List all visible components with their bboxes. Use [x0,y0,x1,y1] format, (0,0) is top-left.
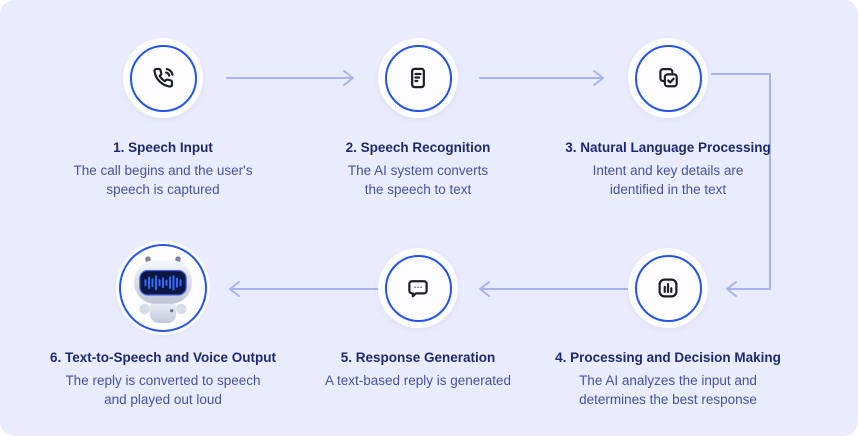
arrow-step5-step6 [229,281,379,297]
step-2-title: 2. Speech Recognition [345,140,491,155]
step-4-title: 4. Processing and Decision Making [555,350,781,365]
arrow-step1-step2 [226,70,354,86]
step-1-title: 1. Speech Input [113,140,213,155]
step-1-description: The call begins and the user's speech is… [73,163,253,198]
document-text-icon [411,67,425,89]
step-2-description: The AI system converts the speech to tex… [347,163,489,198]
copy-check-icon [659,68,678,88]
chat-bubble-icon [408,280,428,298]
step-4-description: The AI analyzes the input and determines… [579,373,757,408]
step-3-circle [628,38,708,118]
step-5-title: 5. Response Generation [340,350,496,365]
step-1-circle [123,38,203,118]
phone-call-icon [153,67,174,88]
step-2-circle [378,38,458,118]
step-6-circle [119,244,207,332]
step-3-title: 3. Natural Language Processing [565,140,771,155]
step-6-title: 6. Text-to-Speech and Voice Output [49,350,277,365]
step-5-circle [378,248,458,328]
arrow-step2-step3 [479,70,604,86]
elbow-arrow-step3-step4 [711,73,771,297]
robot-voice-image [134,256,192,323]
step-4-circle [628,248,708,328]
step-5-description: A text-based reply is generated [324,373,512,389]
step-6-description: The reply is converted to speech and pla… [65,373,261,408]
bar-chart-icon [658,278,678,298]
arrow-step4-step5 [479,281,629,297]
step-3-description: Intent and key details are identified in… [592,163,744,198]
